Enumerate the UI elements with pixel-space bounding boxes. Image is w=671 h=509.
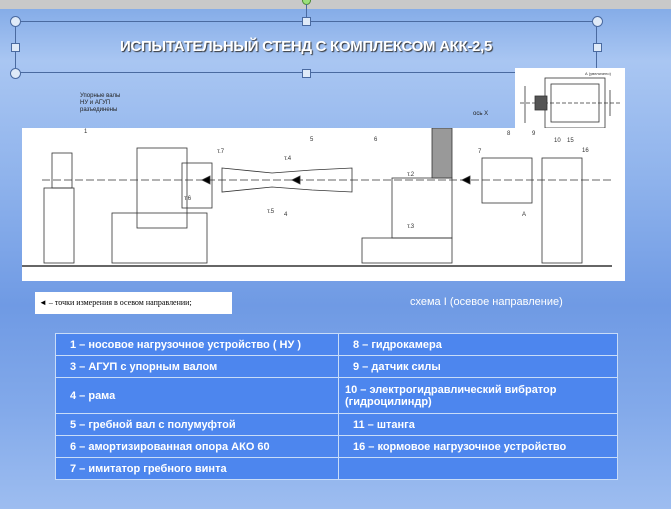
- part-label: 10: [554, 138, 561, 144]
- title-placeholder[interactable]: ИСПЫТАТЕЛЬНЫЙ СТЕНД С КОМПЛЕКСОМ АКК-2,5: [15, 21, 597, 73]
- part-label: 9: [532, 131, 536, 137]
- part-label: 7: [478, 149, 482, 155]
- table-cell: 16 – кормовое нагрузочное устройство: [338, 435, 618, 458]
- table-row: 7 – имитатор гребного винта: [55, 457, 618, 480]
- part-label: 8: [507, 131, 511, 137]
- slide-title[interactable]: ИСПЫТАТЕЛЬНЫЙ СТЕНД С КОМПЛЕКСОМ АКК-2,5: [119, 38, 492, 55]
- part-label: 6: [374, 137, 378, 143]
- point-label: т.7: [217, 149, 225, 155]
- rotate-handle-line: [306, 4, 307, 21]
- resize-handle[interactable]: [10, 68, 21, 79]
- part-label: А: [522, 212, 526, 218]
- resize-handle[interactable]: [302, 69, 311, 78]
- table-cell: 9 – датчик силы: [338, 355, 618, 378]
- legend-box: ◄ – точки измерения в осевом направлении…: [35, 292, 232, 314]
- table-cell: 6 – амортизированная опора АКО 60: [55, 435, 339, 458]
- table-cell: 7 – имитатор гребного винта: [55, 457, 339, 480]
- table-cell: 3 – АГУП с упорным валом: [55, 355, 339, 378]
- resize-handle[interactable]: [11, 43, 20, 52]
- inset-drawing[interactable]: А (увеличено): [515, 68, 625, 130]
- part-label: 15: [567, 138, 574, 144]
- components-table: 1 – носовое нагрузочное устройство ( НУ …: [55, 333, 618, 480]
- point-label: т.6: [184, 196, 192, 202]
- part-label: 1: [84, 129, 88, 135]
- inset-label: А (увеличено): [585, 71, 612, 76]
- table-cell: 1 – носовое нагрузочное устройство ( НУ …: [55, 333, 339, 356]
- part-label: 16: [582, 148, 589, 154]
- scheme-caption: схема I (осевое направление): [410, 296, 563, 308]
- table-cell: 4 – рама: [55, 377, 339, 414]
- table-cell: 10 – электрогидравлический вибратор (гид…: [338, 377, 618, 414]
- resize-handle[interactable]: [593, 43, 602, 52]
- table-row: 1 – носовое нагрузочное устройство ( НУ …: [55, 333, 618, 356]
- drawing-note: Упорные валы НУ и АГУП разъединены: [80, 93, 121, 113]
- resize-handle[interactable]: [592, 16, 603, 27]
- table-cell: 5 – гребной вал с полумуфтой: [55, 413, 339, 436]
- table-cell: 11 – штанга: [338, 413, 618, 436]
- axis-label: ось X: [473, 111, 489, 117]
- resize-handle[interactable]: [302, 17, 311, 26]
- point-label: т.3: [407, 224, 415, 230]
- table-cell: [338, 457, 618, 480]
- resize-handle[interactable]: [10, 16, 21, 27]
- point-label: т.2: [407, 172, 415, 178]
- table-cell: 8 – гидрокамера: [338, 333, 618, 356]
- part-label: 4: [284, 212, 288, 218]
- window-top-bar: [0, 0, 671, 9]
- technical-drawing[interactable]: 1 3 4 5 6 7 8 9 10 11 15 16 А т.7 т.4 т.…: [22, 117, 625, 281]
- part-label: 5: [310, 137, 314, 143]
- point-label: т.5: [267, 209, 275, 215]
- point-label: т.4: [284, 156, 292, 162]
